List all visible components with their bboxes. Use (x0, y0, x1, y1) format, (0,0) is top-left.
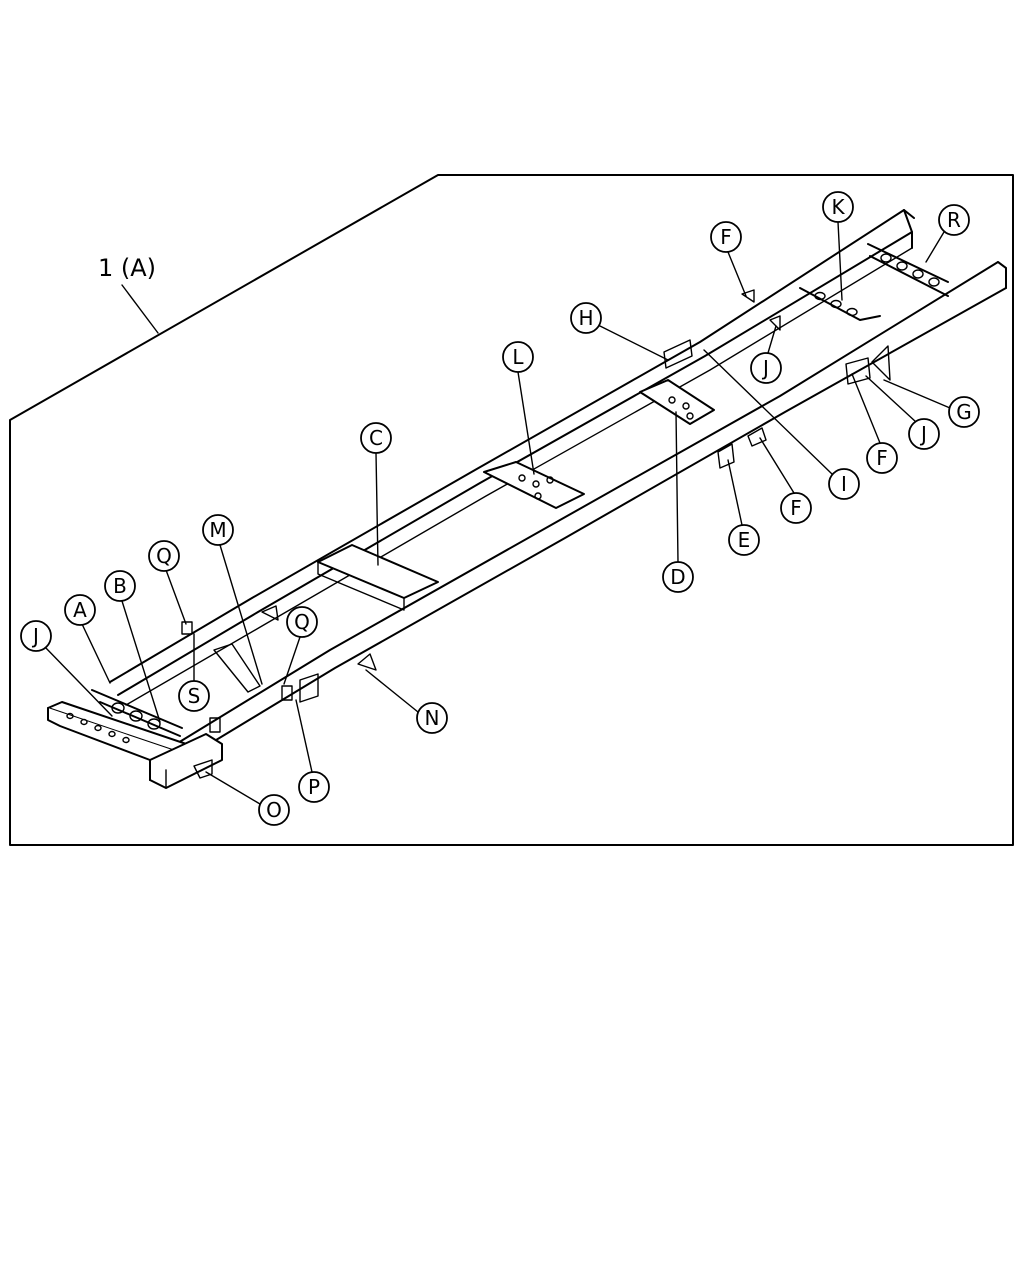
near-rail-bottom (149, 287, 1007, 781)
crossmember-l-holes (518, 474, 554, 500)
svg-text:Q: Q (156, 544, 172, 568)
svg-text:N: N (425, 706, 440, 730)
svg-text:K: K (831, 195, 845, 219)
svg-text:Q: Q (294, 610, 310, 634)
svg-text:D: D (670, 565, 685, 589)
callout-c: C (360, 422, 392, 566)
callout-i: I (703, 349, 860, 500)
front-rail-box (149, 733, 223, 789)
callout-j-right: J (865, 375, 940, 450)
crossmember-c (317, 544, 439, 599)
crossmember-k-holes (814, 291, 858, 317)
callout-m: M (202, 514, 263, 685)
svg-text:F: F (720, 225, 732, 249)
crossmember-r (867, 243, 949, 297)
callout-r: R (925, 204, 970, 263)
callout-f-upper: F (710, 221, 747, 297)
near-rail-rear-end (997, 261, 1007, 289)
callout-a: A (64, 594, 111, 684)
crossmember-k (799, 287, 881, 321)
svg-text:C: C (369, 426, 383, 450)
svg-text:J: J (761, 356, 769, 380)
svg-text:O: O (266, 798, 282, 822)
callout-o: O (205, 771, 290, 826)
svg-text:I: I (841, 472, 847, 496)
crossmember-l (483, 461, 585, 509)
svg-text:B: B (113, 574, 127, 598)
far-rail-bottom (117, 231, 913, 696)
callout-k: K (822, 191, 854, 301)
svg-text:G: G (956, 400, 972, 424)
callout-j-front: J (20, 620, 113, 717)
assembly-label: 1 (A) (98, 254, 156, 282)
svg-text:P: P (308, 775, 320, 799)
near-rail-top (149, 261, 1007, 761)
svg-text:F: F (790, 496, 802, 520)
callout-s: S (178, 633, 210, 712)
callout-p: P (295, 699, 330, 803)
svg-text:F: F (876, 446, 888, 470)
far-rail-rear-end (903, 209, 913, 249)
callout-h: H (570, 302, 669, 361)
panel-border (9, 174, 1014, 846)
callout-q-lower: Q (283, 606, 318, 685)
svg-text:J: J (31, 624, 39, 648)
crossmember-d-holes (668, 396, 694, 420)
crossmember-c-flange (317, 561, 405, 611)
crossmember-d (639, 379, 715, 425)
callout-l: L (502, 341, 535, 475)
callout-f-middle: F (759, 437, 812, 524)
svg-text:L: L (512, 345, 524, 369)
svg-text:A: A (73, 598, 87, 622)
svg-text:R: R (947, 208, 961, 232)
callout-b: B (104, 570, 161, 723)
callout-g: G (883, 379, 980, 428)
assembly-leader (121, 284, 159, 334)
frame-brackets (181, 289, 891, 779)
callout-q-upper: Q (148, 540, 187, 625)
svg-text:E: E (738, 528, 751, 552)
far-rail-top (109, 209, 915, 683)
callout-n: N (365, 669, 448, 734)
svg-text:J: J (919, 422, 927, 446)
svg-text:S: S (188, 684, 201, 708)
chassis-frame (47, 209, 1007, 789)
crossmember-b-holes (66, 702, 161, 744)
callout-d: D (662, 411, 694, 593)
crossmember-r-holes (880, 253, 940, 287)
callout-e: E (727, 459, 760, 556)
callout-f-right: F (851, 373, 898, 474)
svg-text:H: H (578, 306, 593, 330)
svg-text:M: M (209, 518, 226, 542)
callout-j-rear: J (750, 325, 782, 384)
